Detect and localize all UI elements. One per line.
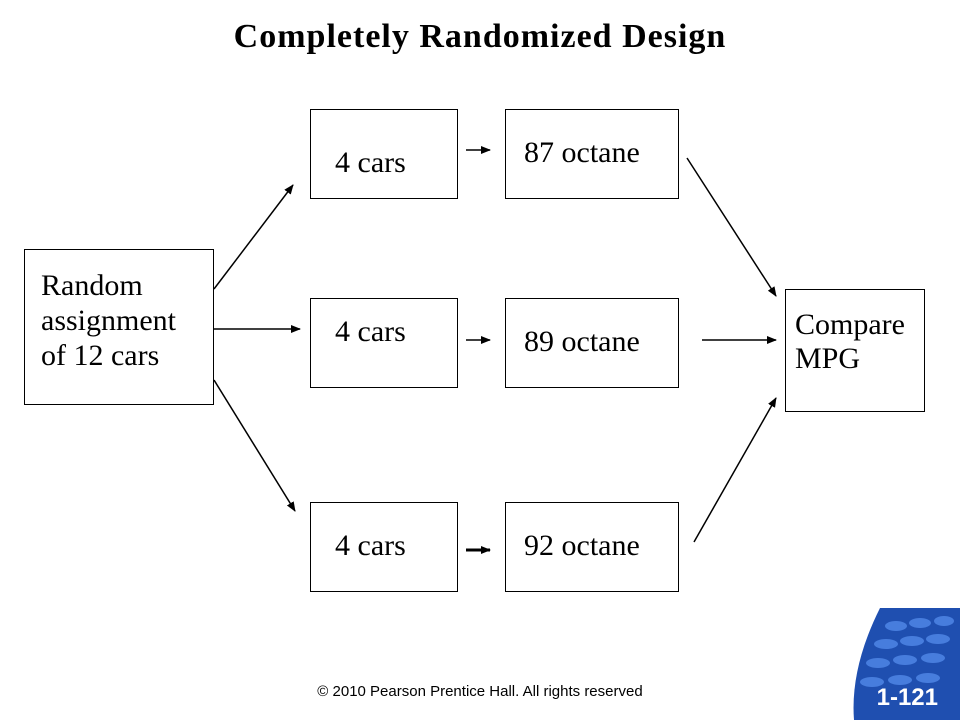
compare-mpg-box: Compare MPG <box>785 289 925 412</box>
cars-label-top: 4 cars <box>335 146 406 179</box>
octane-box-92: 92 octane <box>505 502 679 592</box>
slide-title: Completely Randomized Design <box>233 18 727 55</box>
random-assignment-label: Random assignment of 12 cars <box>41 269 176 373</box>
octane-box-87: 87 octane <box>505 109 679 199</box>
cars-label-middle: 4 cars <box>335 315 406 348</box>
arrow-92-to-compare <box>693 397 777 543</box>
arrow-87-to-compare <box>686 157 777 297</box>
compare-mpg-label: Compare MPG <box>795 308 905 375</box>
octane-label-89: 89 octane <box>524 325 640 358</box>
copyright-footer: © 2010 Pearson Prentice Hall. All rights… <box>317 683 643 700</box>
cars-box-bottom: 4 cars <box>310 502 458 592</box>
slide-number: 1-121 <box>876 684 938 711</box>
cars-label-bottom: 4 cars <box>335 529 406 562</box>
arrow-random-to-top <box>213 184 294 290</box>
octane-box-89: 89 octane <box>505 298 679 388</box>
octane-label-87: 87 octane <box>524 136 640 169</box>
octane-label-92: 92 octane <box>524 529 640 562</box>
publisher-decoration-icon <box>853 608 960 720</box>
random-assignment-box: Random assignment of 12 cars <box>24 249 214 405</box>
cars-box-middle: 4 cars <box>310 298 458 388</box>
arrow-random-to-bottom <box>213 379 296 512</box>
cars-box-top: 4 cars <box>310 109 458 199</box>
